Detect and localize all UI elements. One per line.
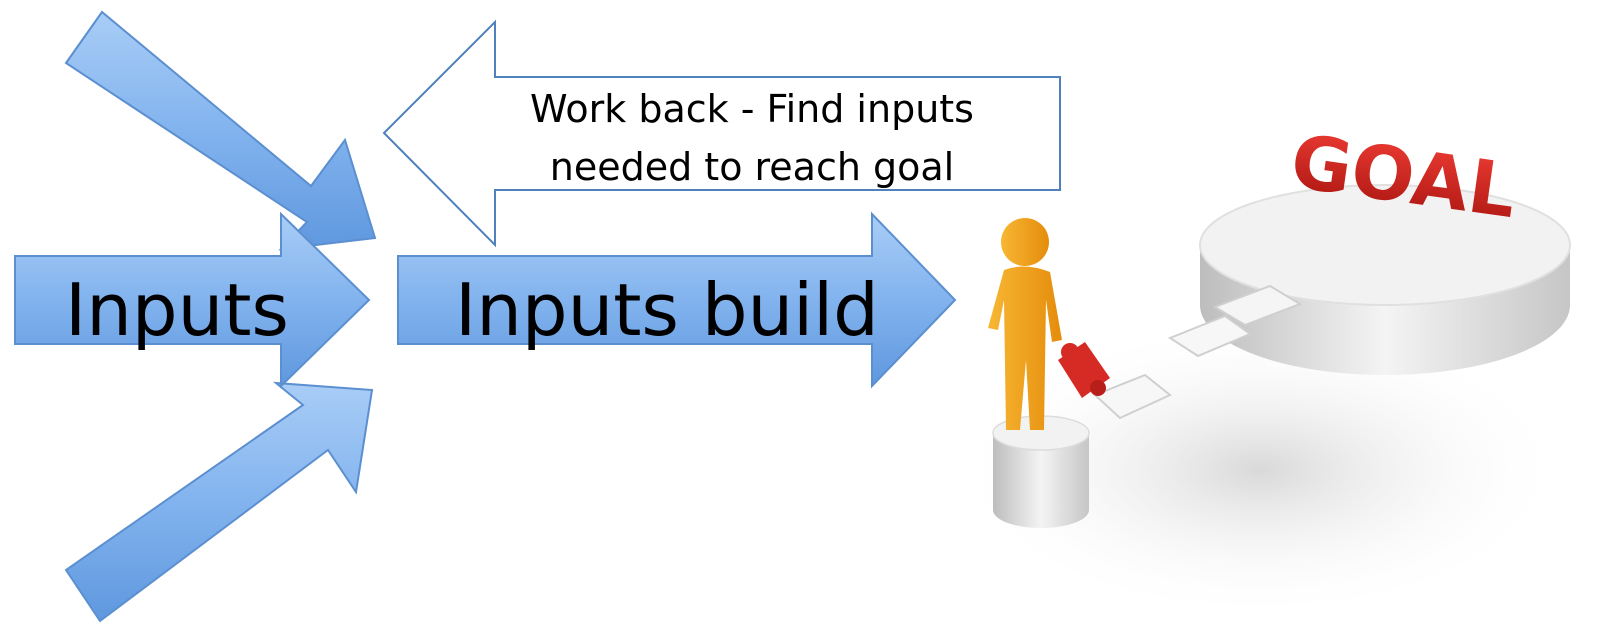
inputs-build-label: Inputs build (455, 268, 879, 352)
inputs-arrow (14, 211, 371, 389)
puzzle-path (1093, 284, 1303, 420)
goal-illustration: GOAL (950, 119, 1571, 620)
arrow-bottom-diagonal (64, 381, 374, 623)
figure-pedestal (992, 415, 1090, 528)
work-back-text-line1: Work back - Find inputs (530, 87, 974, 131)
inputs-label: Inputs (65, 268, 289, 352)
inputs-build-arrow (397, 211, 957, 389)
person-figure (988, 218, 1062, 430)
work-back-text-line2: needed to reach goal (550, 145, 955, 189)
arrow-top-diagonal (64, 10, 377, 251)
goal-platform (1199, 184, 1571, 375)
work-back-arrow (382, 19, 1061, 248)
red-puzzle-piece (1058, 342, 1110, 398)
